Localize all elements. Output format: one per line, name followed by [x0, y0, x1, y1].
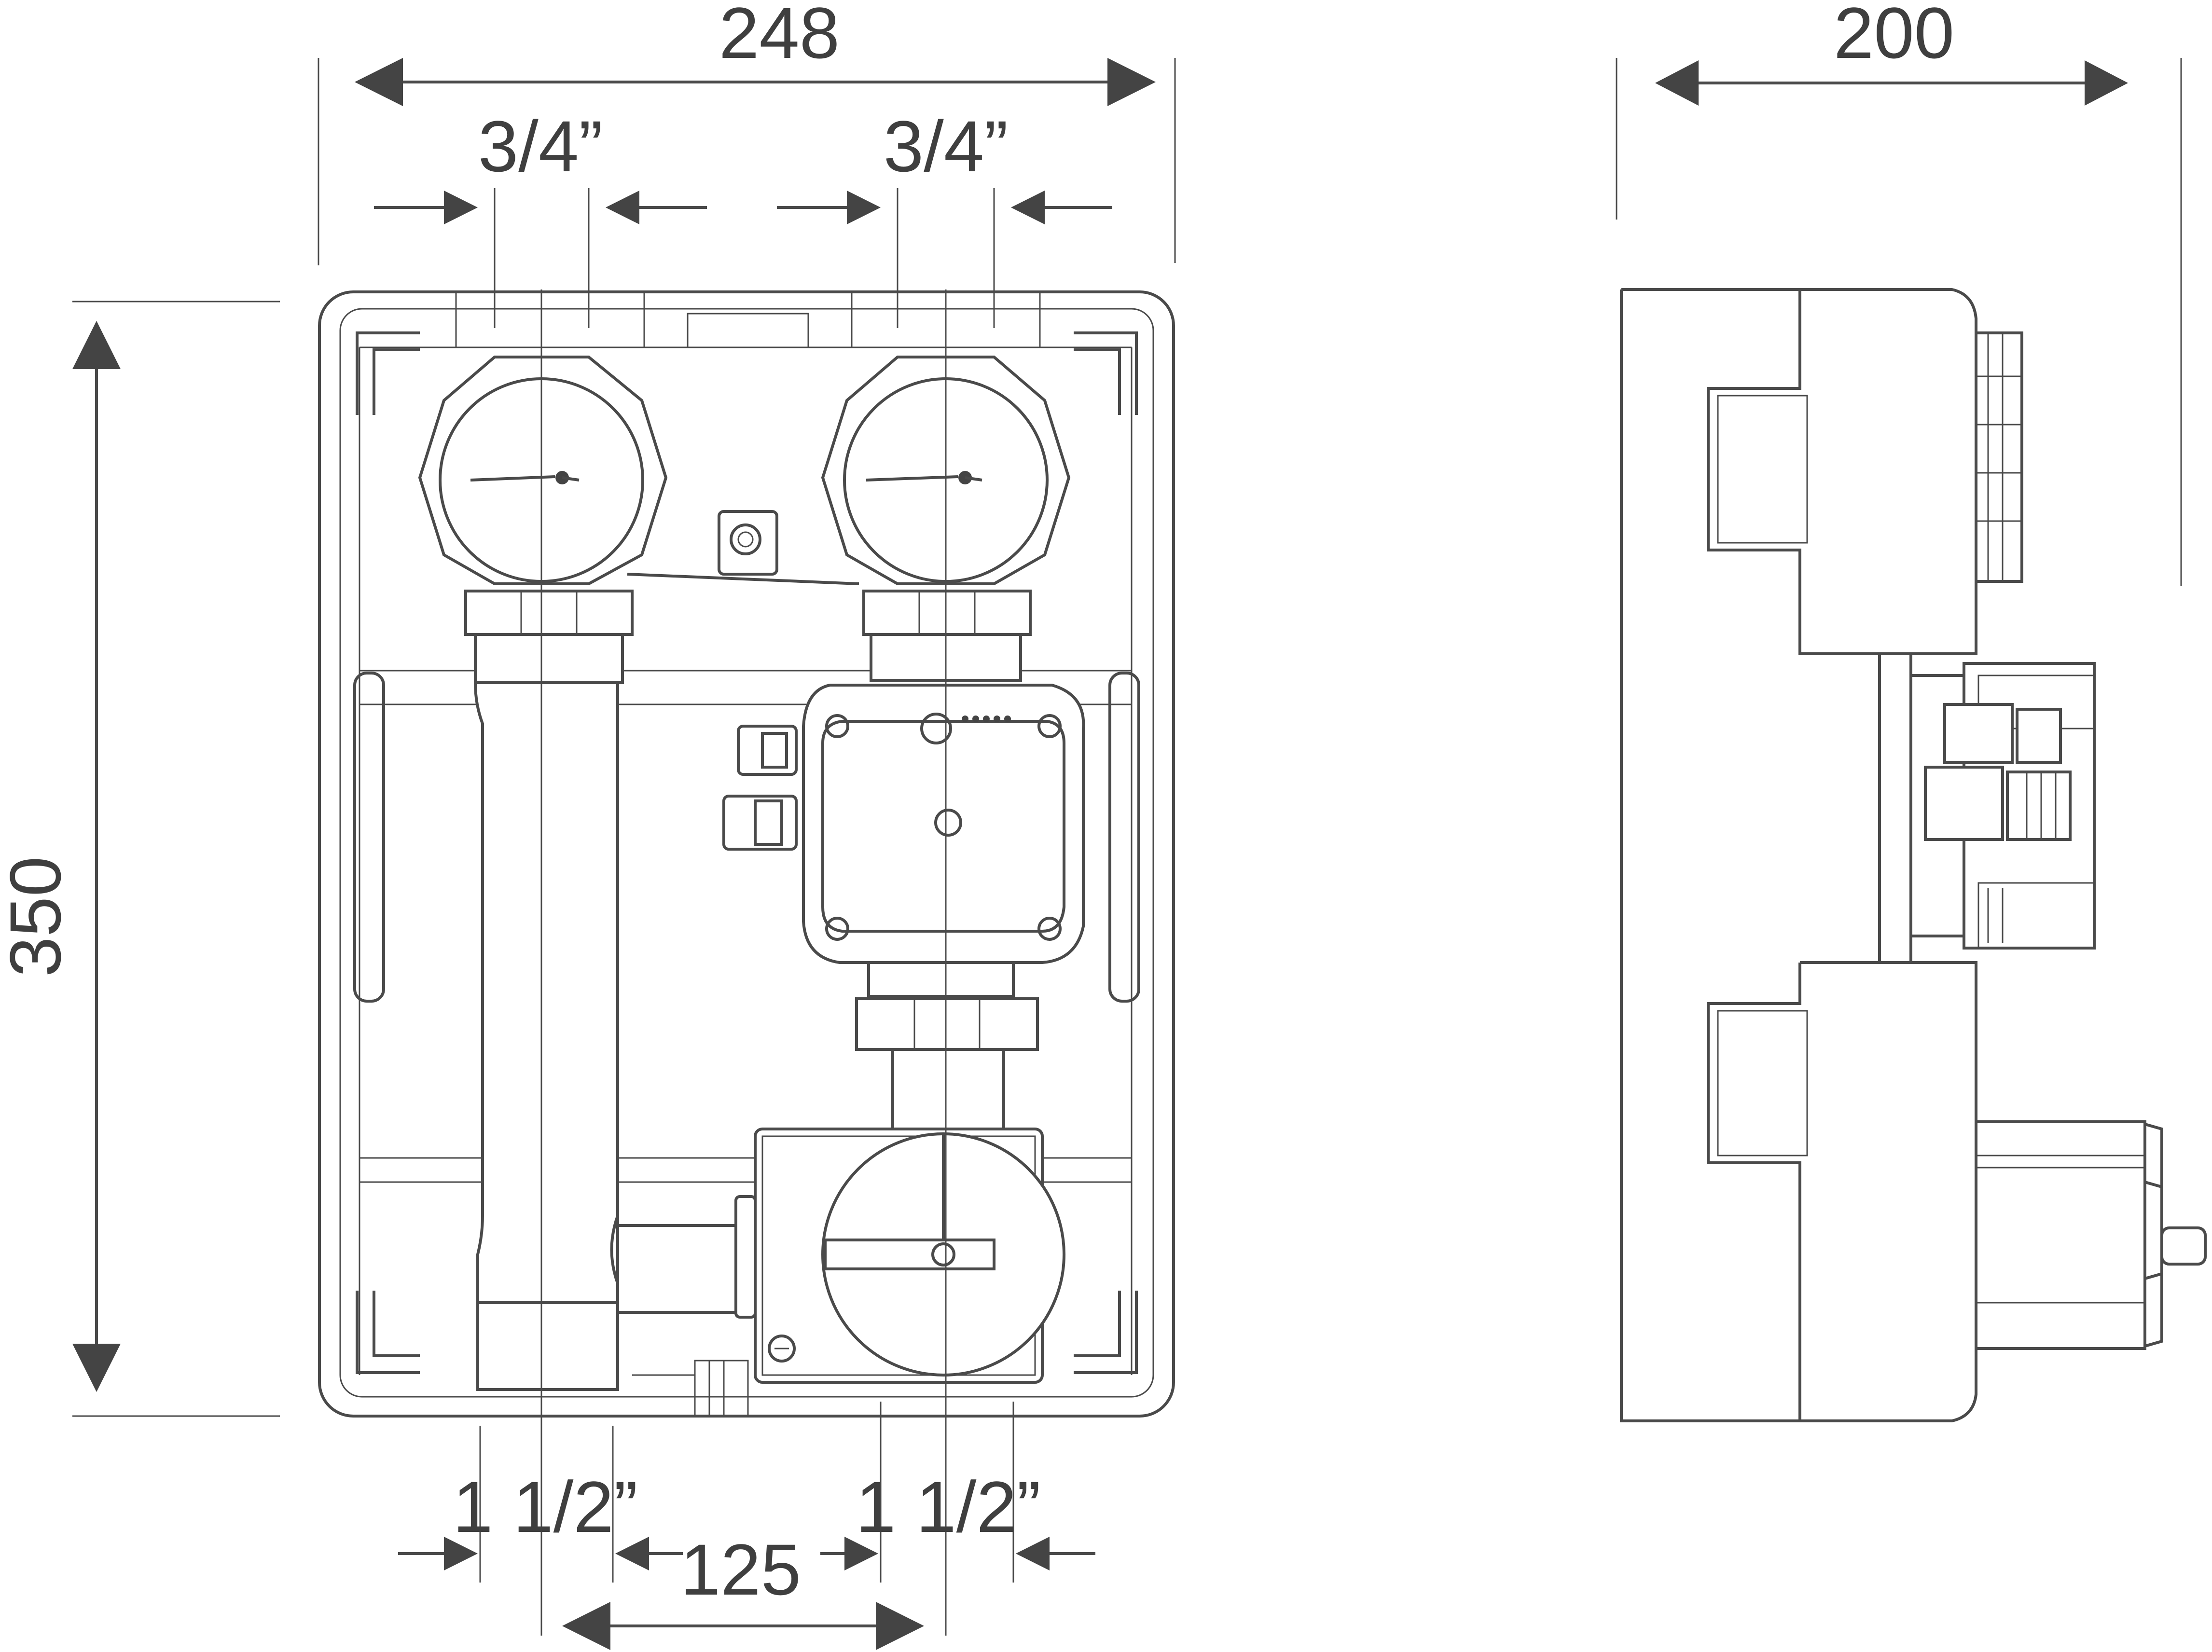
front-view: 248 3/4” 3/4” 3	[0, 0, 1176, 1650]
arrow-right-icon	[2085, 60, 2128, 106]
bottom-right-port-dimension: 1 1/2”	[820, 1402, 1095, 1583]
top-left-port-label: 3/4”	[478, 106, 603, 187]
arrow-right-icon	[847, 191, 881, 224]
right-upper-fitting	[862, 590, 1032, 682]
depth-dimension: 200	[1616, 0, 2182, 586]
arrow-right-icon	[876, 1602, 924, 1650]
depth-label: 200	[1834, 0, 1954, 73]
bottom-left-port-label: 1 1/2”	[453, 1466, 638, 1547]
bottom-right-port-label: 1 1/2”	[856, 1466, 1041, 1547]
left-pipe	[464, 590, 634, 1391]
arrow-right-icon	[844, 1537, 878, 1570]
arrow-left-icon	[355, 58, 403, 106]
arrow-left-icon	[562, 1602, 610, 1650]
bottom-fittings	[632, 1360, 749, 1417]
top-right-port-dimension: 3/4”	[777, 106, 1112, 328]
actuator-side	[1975, 1120, 2207, 1350]
thermometer-left	[418, 356, 668, 585]
arrow-up-icon	[72, 321, 121, 369]
axis-spacing-dimension: 125	[562, 1529, 924, 1650]
vent-fitting	[718, 510, 778, 576]
height-label: 350	[0, 856, 76, 977]
lower-insulation	[1707, 961, 1976, 1421]
top-right-port-label: 3/4”	[884, 106, 1008, 187]
pump-side	[1878, 654, 2096, 963]
height-dimension: 350	[0, 301, 280, 1417]
arrow-left-icon	[606, 191, 639, 224]
side-view: 200	[1616, 0, 2207, 1422]
upper-insulation	[1620, 288, 1977, 1422]
gauge-side	[1975, 331, 2023, 583]
top-left-port-dimension: 3/4”	[374, 106, 707, 328]
circulation-pump	[722, 684, 1085, 1133]
arrow-left-icon	[1016, 1537, 1050, 1570]
arrow-right-icon	[444, 191, 478, 224]
arrow-left-icon	[1011, 191, 1045, 224]
mixing-valve	[618, 1128, 1065, 1384]
bottom-left-port-dimension: 1 1/2”	[398, 1426, 683, 1583]
arrow-down-icon	[72, 1344, 121, 1392]
arrow-right-icon	[1107, 58, 1156, 106]
arrow-left-icon	[615, 1537, 649, 1570]
axis-spacing-label: 125	[680, 1529, 801, 1610]
width-dimension: 248	[318, 0, 1176, 265]
width-label: 248	[719, 0, 840, 73]
arrow-right-icon	[444, 1537, 478, 1570]
arrow-left-icon	[1655, 60, 1699, 106]
